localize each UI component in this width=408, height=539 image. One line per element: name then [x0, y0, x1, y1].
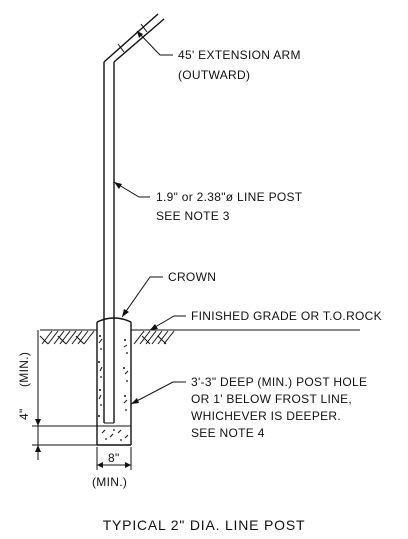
line-post-note: SEE NOTE 3 [156, 209, 230, 223]
extension-arm [103, 13, 165, 63]
crown-label: CROWN [168, 270, 216, 284]
ground-line [39, 329, 360, 345]
post-hole-label-line1: 3'-3" DEEP (MIN.) POST HOLE [191, 375, 367, 389]
leader-post-hole [130, 381, 186, 405]
extension-arm-label: 45' EXTENSION ARM [178, 48, 301, 62]
leader-finished-grade [149, 315, 186, 331]
depth-value-label: 4" [17, 408, 31, 420]
post-hole-label-line4: SEE NOTE 4 [191, 426, 265, 440]
width-dimension [96, 447, 132, 470]
depth-dimension [32, 330, 97, 460]
arm-tick-1 [117, 43, 125, 53]
soil-hatch-left [39, 330, 95, 345]
leader-crown [121, 276, 163, 318]
leader-line-post [113, 181, 150, 198]
post-hole-label-line2: OR 1' BELOW FROST LINE, [191, 392, 352, 406]
line-post [103, 62, 115, 424]
line-post-label: 1.9" or 2.38"ø LINE POST [156, 190, 303, 204]
width-value-label: 8" [108, 451, 120, 465]
concrete-footing [96, 317, 132, 446]
concrete-stipple [98, 335, 129, 441]
width-qualifier-label: (MIN.) [92, 475, 127, 489]
extension-arm-note: (OUTWARD) [178, 68, 250, 82]
soil-hatch-right [133, 330, 175, 345]
depth-qualifier-label: (MIN.) [17, 352, 31, 387]
drawing-title: TYPICAL 2" DIA. LINE POST [103, 517, 306, 533]
post-hole-label-line3: WHICHEVER IS DEEPER. [191, 409, 341, 423]
finished-grade-label: FINISHED GRADE OR T.O.ROCK [191, 309, 382, 323]
leader-extension-arm [136, 30, 173, 56]
arm-tick-2 [140, 23, 148, 33]
